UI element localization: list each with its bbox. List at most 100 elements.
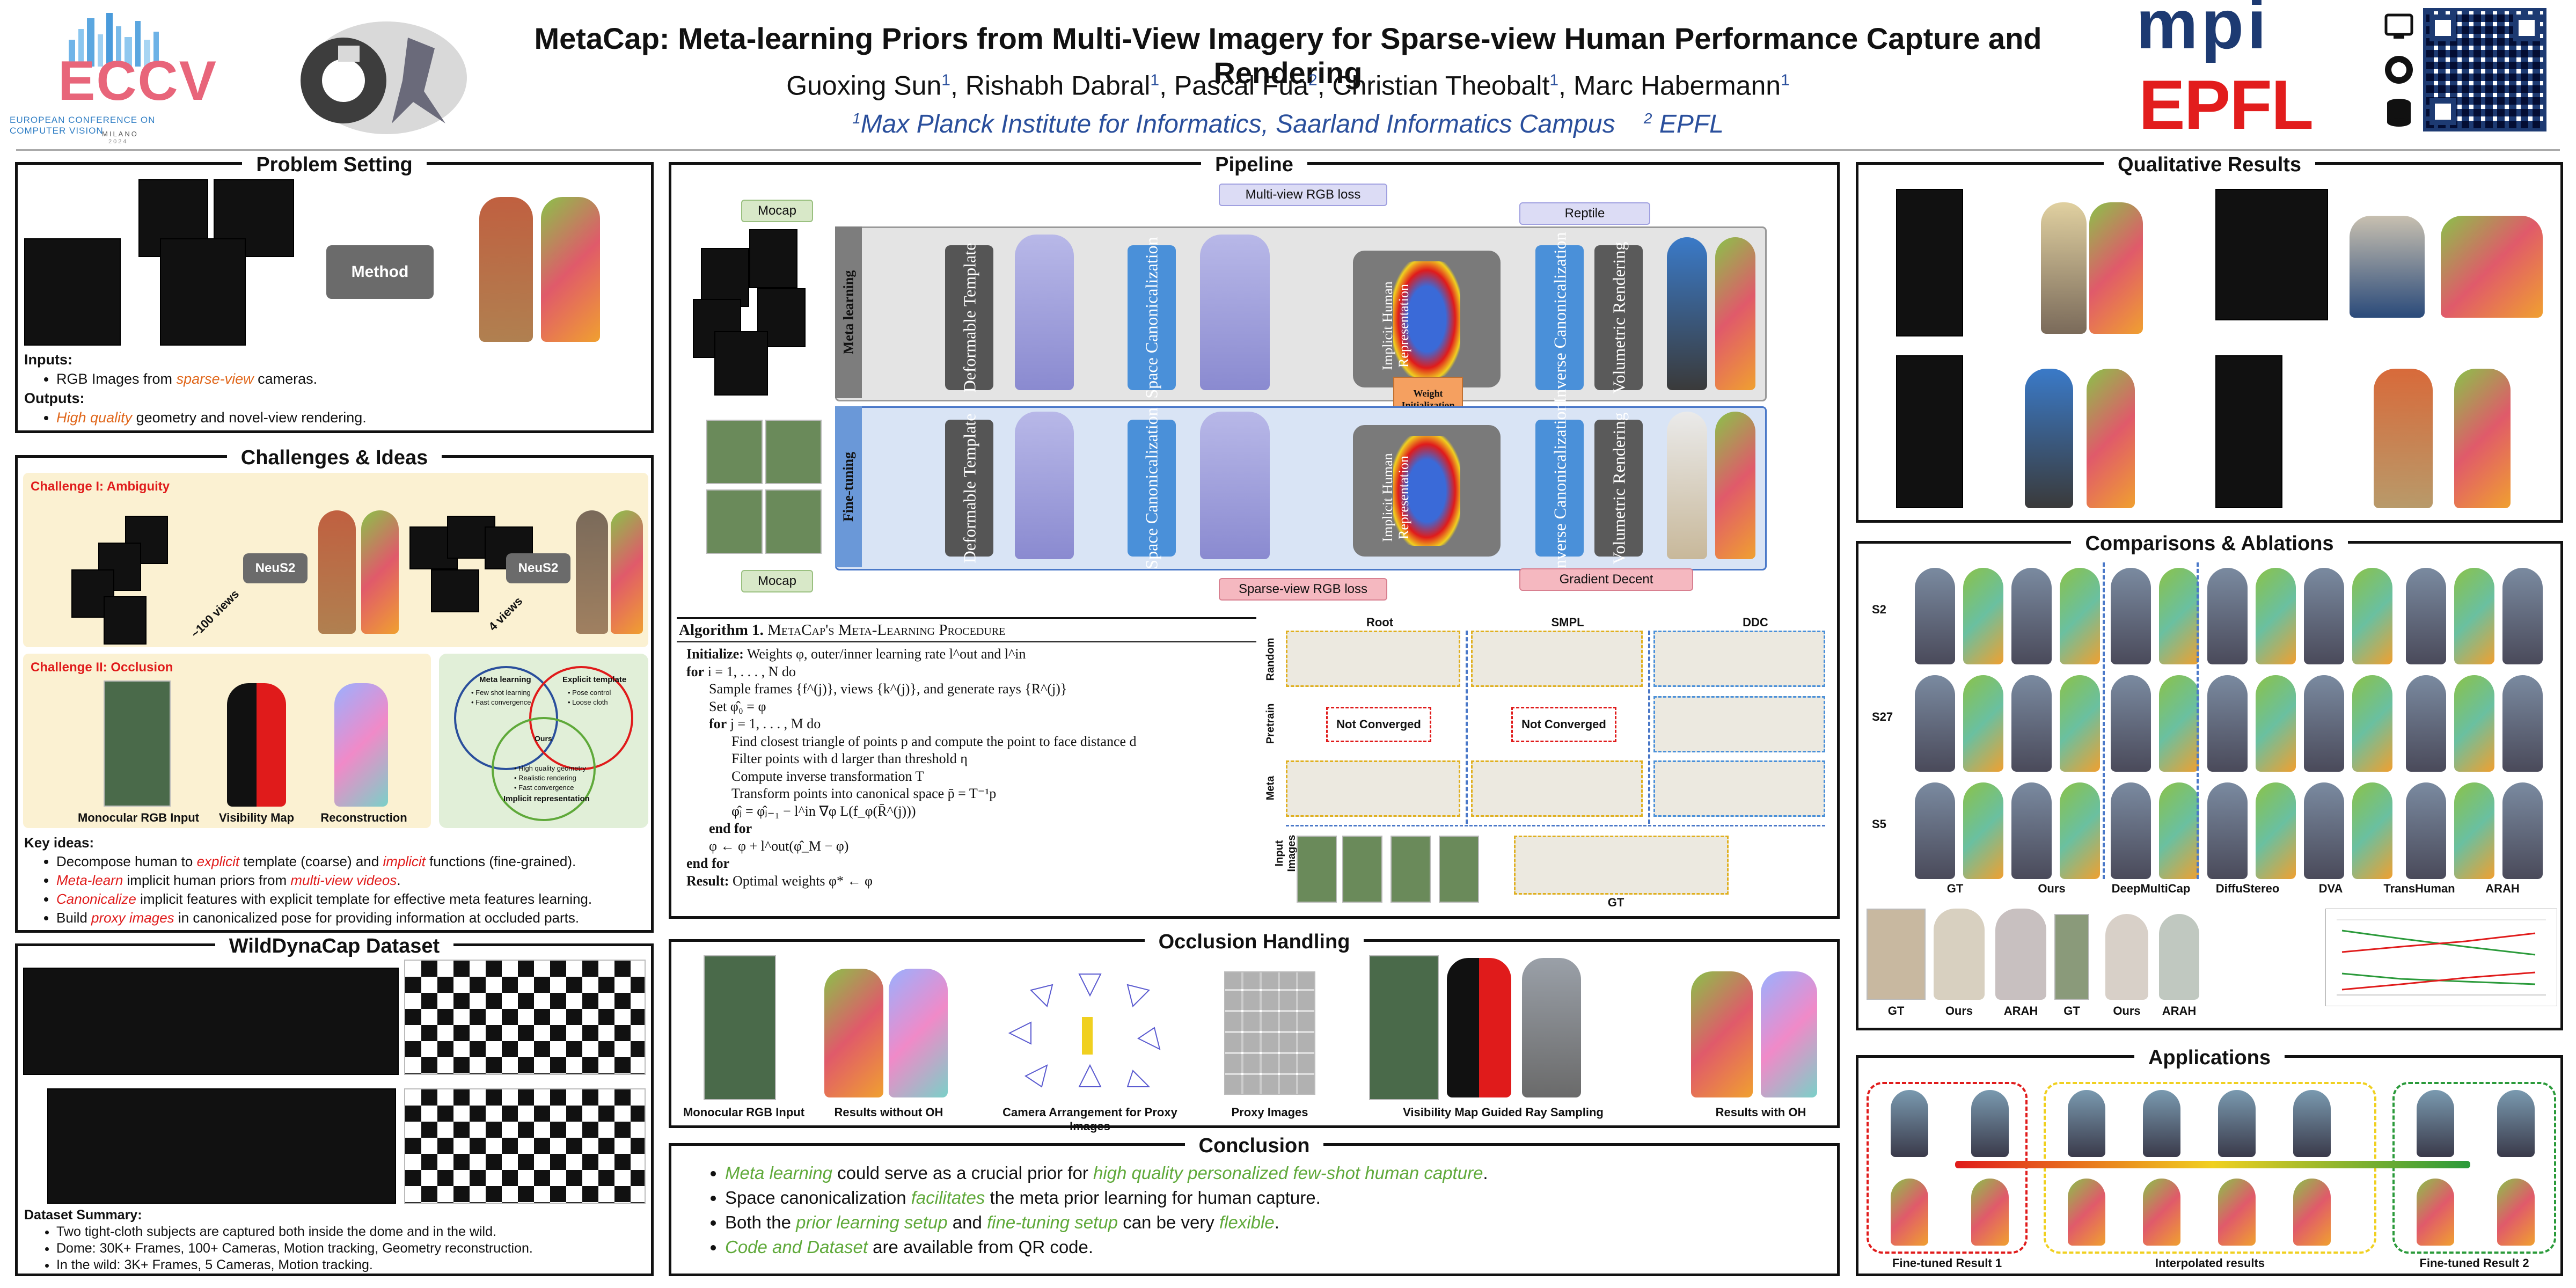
affiliations: 1Max Planck Institute for Informatics, S… — [852, 110, 1724, 138]
application-figure — [1891, 1179, 1928, 1246]
inverse-canonicalization-module: Inverse Canonicalization — [1535, 402, 1584, 574]
dataset-summary: Dataset Summary: Two tight-cloth subject… — [24, 1207, 652, 1274]
application-figure — [2417, 1090, 2454, 1157]
challenge-ambiguity-box: Challenge I: Ambiguity ~100 views NeuS2 … — [23, 473, 648, 647]
comparison-figure — [2111, 675, 2151, 772]
comparison-figure — [2454, 568, 2494, 664]
comparison-figure — [2207, 568, 2248, 664]
panel-title: Problem Setting — [242, 153, 427, 176]
conclusion-panel: Conclusion Meta learning could serve as … — [669, 1135, 1840, 1276]
camera-arrangement — [999, 969, 1170, 1097]
comparison-figure — [2111, 568, 2151, 664]
space-canonicalization-module: Space Canonicalization — [1128, 407, 1176, 569]
comparison-figure — [2454, 675, 2494, 772]
comparison-figure — [2011, 675, 2052, 772]
algorithm-line: end for — [709, 821, 752, 836]
comparison-figure — [2406, 675, 2446, 772]
panel-title: Pipeline — [1201, 153, 1307, 176]
comparison-figure — [2159, 675, 2199, 772]
comparison-figure — [2207, 675, 2248, 772]
comparison-figure — [1963, 782, 2003, 879]
comparison-figure — [2159, 782, 2199, 879]
application-figure — [2218, 1179, 2256, 1246]
comparison-figure — [2352, 675, 2392, 772]
algorithm-line: Initialize: Weights φ, outer/inner learn… — [686, 646, 1026, 662]
comparison-figure — [2406, 782, 2446, 879]
challenge-occlusion-box: Challenge II: Occlusion Monocular RGB In… — [23, 654, 431, 828]
panel-title: Conclusion — [1184, 1135, 1324, 1157]
panel-title: Qualitative Results — [2103, 153, 2316, 176]
comparison-figure — [2406, 568, 2446, 664]
dataset-panel: WildDynaCap Dataset Dataset Summary: Two… — [15, 935, 654, 1276]
application-figure — [2143, 1090, 2180, 1157]
initialization-grid: Root SMPL DDC Random Pretrain Meta Not C… — [1262, 616, 1833, 911]
comparison-figure — [1915, 782, 1955, 879]
epfl-logo: EPFL — [2139, 65, 2314, 144]
algorithm-line: φ̂ⱼ = φ̂ⱼ₋₁ − l^in ∇φ L(f_φ(R̄^(j))) — [731, 803, 916, 819]
comparison-figure — [2304, 568, 2344, 664]
comparison-figure — [2352, 568, 2392, 664]
comparison-figure — [2060, 675, 2100, 772]
comparison-figure — [2159, 568, 2199, 664]
qualitative-panel: Qualitative Results — [1856, 153, 2563, 523]
comparison-figure — [2502, 675, 2543, 772]
application-figure — [1891, 1090, 1928, 1157]
comparison-figure — [2304, 782, 2344, 879]
poster-title: MetaCap: Meta-learning Priors from Multi… — [534, 21, 2042, 90]
algorithm-line: Filter points with d larger than thresho… — [731, 751, 968, 766]
conclusion-text: Meta learning could serve as a crucial p… — [693, 1161, 1820, 1260]
algorithm-line: for j = 1, . . . , M do — [709, 716, 821, 731]
problem-text: Inputs: RGB Images from sparse-view came… — [24, 350, 647, 427]
occlusion-panel: Occlusion Handling Monocular RGB Input R… — [669, 931, 1840, 1133]
pipeline-panel: Pipeline Mocap Multi-view RGB loss Repti… — [669, 153, 1840, 919]
icon-column — [2383, 11, 2415, 140]
comparison-grid — [1858, 544, 2566, 1033]
application-figure — [2293, 1090, 2331, 1157]
mpi-logo: mpi — [2136, 0, 2270, 63]
comparisons-panel: Comparisons & Ablations S2 S27 S5 GT Our… — [1856, 532, 2566, 1033]
algorithm-line: Compute inverse transformation T — [731, 768, 924, 784]
qr-code[interactable] — [2423, 8, 2546, 131]
volumetric-rendering-module: Volumetric Rendering — [1594, 412, 1643, 564]
panel-title: Comparisons & Ablations — [2071, 532, 2348, 555]
venn-diagram: Meta learning • Few shot learning• Fast … — [439, 654, 648, 828]
comparison-figure — [2060, 782, 2100, 879]
skyline-icon — [69, 13, 159, 67]
algorithm-line: Find closest triangle of points p and co… — [731, 733, 1137, 749]
algorithm-line: φ ← φ + l^out(φ̂_M − φ) — [709, 838, 849, 854]
application-figure — [2497, 1090, 2535, 1157]
application-figure — [1971, 1090, 2009, 1157]
metacap-logo — [274, 16, 472, 140]
application-figure — [2068, 1179, 2105, 1246]
problem-setting-panel: Problem Setting Method Inputs: RGB Image… — [15, 153, 654, 433]
comparison-figure — [2207, 782, 2248, 879]
algorithm-box: Algorithm 1. MetaCap's Meta-Learning Pro… — [677, 617, 1256, 902]
challenges-panel: Challenges & Ideas Challenge I: Ambiguit… — [15, 447, 654, 933]
application-figure — [2417, 1179, 2454, 1246]
application-figure — [2143, 1179, 2180, 1246]
algorithm-line: Transform points into canonical space p̄… — [731, 786, 997, 801]
applications-panel: Applications Fine-tuned Result 1 Interpo… — [1856, 1046, 2563, 1276]
comparison-figure — [2304, 675, 2344, 772]
database-icon[interactable] — [2383, 97, 2415, 129]
proxy-images-grid — [1224, 971, 1315, 1095]
result-normal — [541, 197, 600, 342]
key-ideas: Key ideas: Decompose human to explicit t… — [24, 833, 652, 927]
comparison-figure — [2060, 568, 2100, 664]
interpolation-arrow — [1955, 1161, 2470, 1168]
comparison-figure — [2011, 782, 2052, 879]
algorithm-line: Sample frames {f^(j)}, views {k^(j)}, an… — [709, 681, 1067, 697]
implicit-module: Implicit Human Representation — [1353, 251, 1501, 387]
deformable-template-module: Deformable Template — [945, 413, 993, 563]
comparison-figure — [2352, 782, 2392, 879]
panel-title: Applications — [2134, 1046, 2285, 1069]
application-figure — [2497, 1179, 2535, 1246]
space-canonicalization-module: Space Canonicalization — [1128, 237, 1176, 399]
comparison-figure — [2502, 568, 2543, 664]
inverse-canonicalization-module: Inverse Canonicalization — [1535, 232, 1584, 403]
github-icon[interactable] — [2383, 54, 2415, 86]
result-render — [479, 197, 533, 342]
algorithm-line: Result: Optimal weights φ* ← φ — [686, 873, 873, 889]
volumetric-rendering-module: Volumetric Rendering — [1594, 242, 1643, 393]
paper-icon[interactable] — [2383, 11, 2415, 43]
